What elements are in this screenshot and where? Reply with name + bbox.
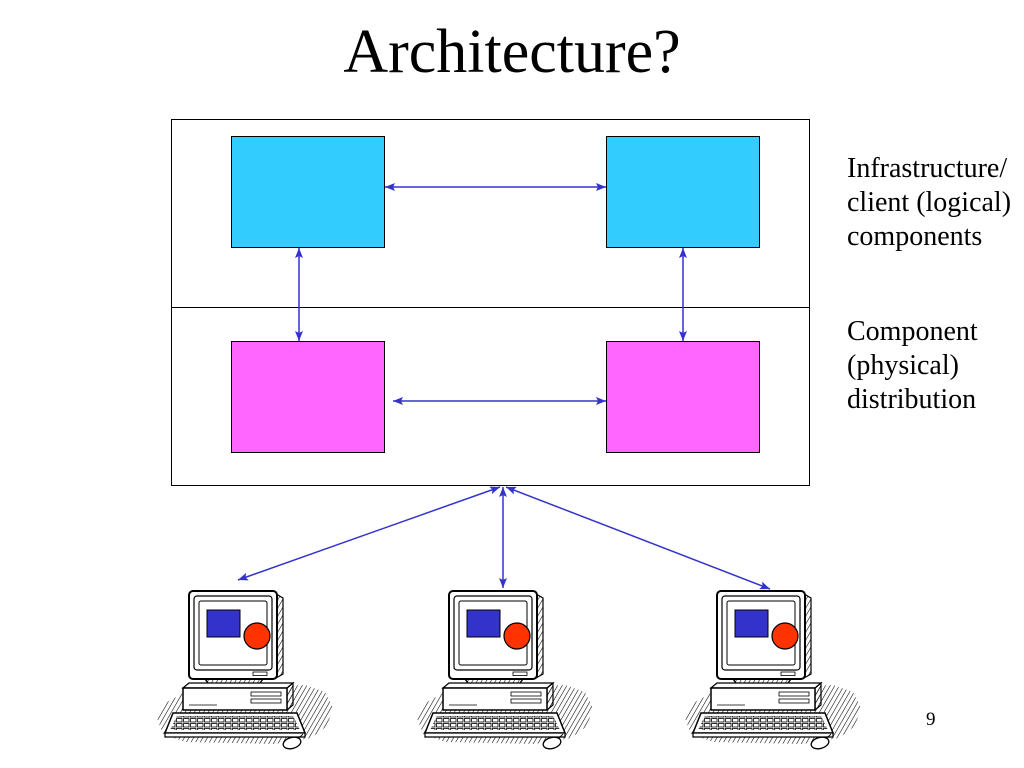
physical-component-right [606,341,760,453]
physical-label-line: distribution [847,384,976,415]
physical-label-line: Component [847,316,978,347]
connector-client-right [505,486,771,590]
client-workstation [416,590,594,752]
logical-label: Infrastructure/ client (logical) compone… [847,153,1011,252]
logical-component-right [606,136,760,248]
page-number: 9 [926,709,936,730]
client-workstation [684,590,862,752]
connector-client-left [237,486,501,581]
desktop-computer-icon [684,590,862,752]
physical-component-left [231,341,385,453]
client-workstation [156,590,334,752]
desktop-computer-icon [156,590,334,752]
logical-label-line: components [847,221,982,252]
logical-component-left [231,136,385,248]
slide-title: Architecture? [343,18,680,86]
logical-label-line: client (logical) [847,187,1011,218]
desktop-computer-icon [416,590,594,752]
physical-label-line: (physical) [847,350,959,381]
logical-label-line: Infrastructure/ [847,153,1007,184]
physical-label: Component (physical) distribution [847,316,978,415]
